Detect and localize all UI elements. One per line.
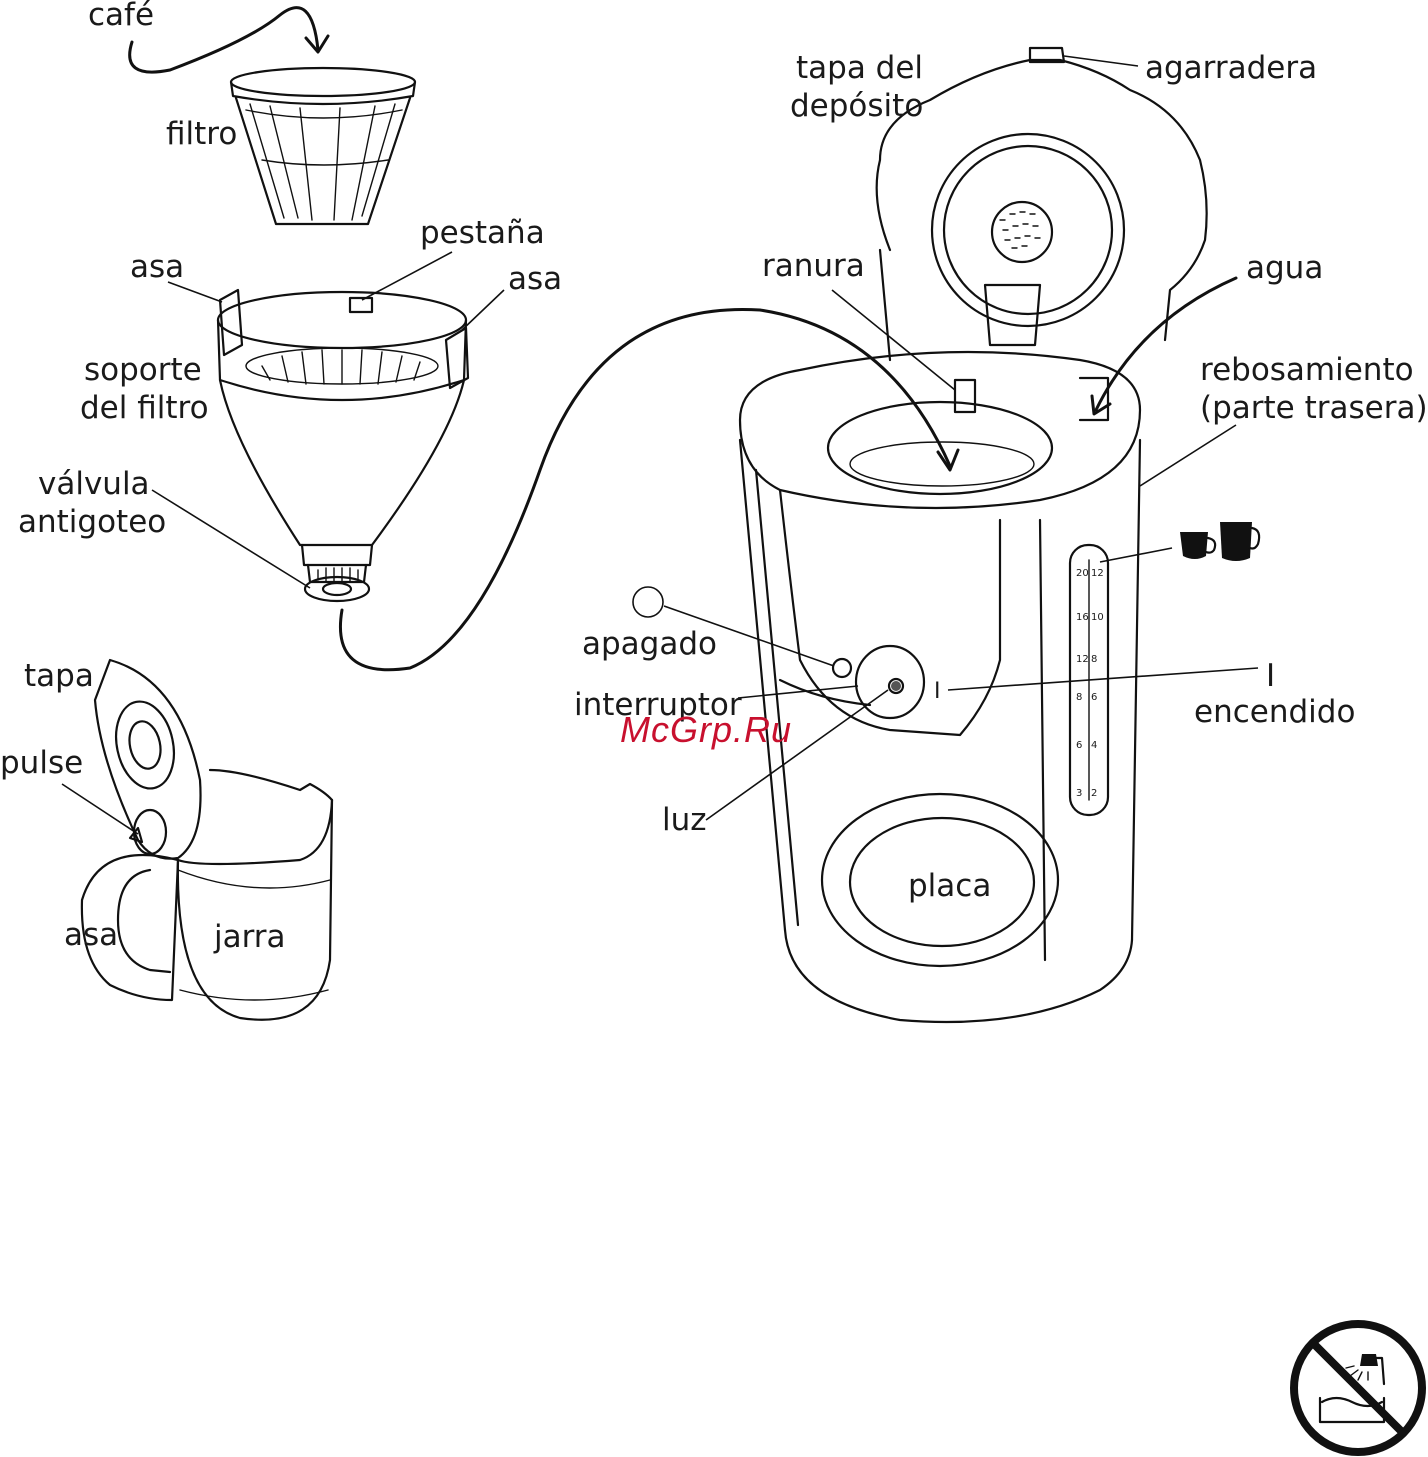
label-filtro: filtro <box>166 116 237 152</box>
label-pulse: pulse <box>0 745 83 781</box>
label-encendido: encendido <box>1194 694 1355 730</box>
label-luz: luz <box>662 802 707 838</box>
label-tapa-deposito-2: depósito <box>790 88 923 124</box>
label-valvula-2: antigoteo <box>18 504 166 540</box>
apagado-symbol <box>633 587 663 617</box>
label-soporte-1: soporte <box>84 352 202 388</box>
large-cup-icon <box>1220 522 1259 561</box>
scale-mark: 20 <box>1076 568 1089 579</box>
scale-mark: 3 <box>1076 788 1082 799</box>
label-ranura: ranura <box>762 248 865 284</box>
scale-mark: 6 <box>1076 740 1082 751</box>
label-cafe: café <box>88 0 154 33</box>
label-tapa: tapa <box>24 658 94 694</box>
labels: café filtro pestaña asa asa soporte del … <box>0 0 1428 955</box>
water-scale-left: 20 16 12 8 6 3 <box>1076 568 1089 799</box>
scale-mark: 4 <box>1091 740 1097 751</box>
watermark: McGrp.Ru <box>620 709 792 750</box>
cafe-arrow <box>130 8 318 72</box>
label-agarradera: agarradera <box>1145 50 1317 86</box>
water-scale-right: 12 10 8 6 4 2 <box>1091 568 1104 799</box>
label-soporte-2: del filtro <box>80 390 209 426</box>
label-jarra: jarra <box>213 919 286 955</box>
label-placa: placa <box>908 868 991 904</box>
label-rebosamiento-1: rebosamiento <box>1200 352 1414 388</box>
scale-mark: 10 <box>1091 612 1104 623</box>
no-immersion-icon <box>1294 1324 1422 1452</box>
scale-mark: 2 <box>1091 788 1097 799</box>
label-asa-left: asa <box>130 249 184 285</box>
jug-drawing <box>82 660 332 1020</box>
label-asa-jarra: asa <box>64 917 118 953</box>
label-pestana: pestaña <box>420 215 545 251</box>
scale-mark: 12 <box>1091 568 1104 579</box>
scale-mark: 8 <box>1076 692 1082 703</box>
valve-to-maker-curve <box>340 309 950 669</box>
filter-drawing <box>231 68 415 224</box>
switch-symbol: I <box>934 679 941 704</box>
label-rebosamiento-2: (parte trasera) <box>1200 390 1428 426</box>
scale-mark: 8 <box>1091 654 1097 665</box>
label-valvula-1: válvula <box>38 466 150 502</box>
label-asa-right: asa <box>508 261 562 297</box>
small-cup-icon <box>1180 532 1215 559</box>
label-encendido-symbol: I <box>1266 658 1275 694</box>
label-apagado: apagado <box>582 626 717 662</box>
label-tapa-deposito-1: tapa del <box>796 50 923 86</box>
scale-mark: 16 <box>1076 612 1089 623</box>
scale-mark: 12 <box>1076 654 1089 665</box>
label-agua: agua <box>1246 250 1323 286</box>
scale-mark: 6 <box>1091 692 1097 703</box>
